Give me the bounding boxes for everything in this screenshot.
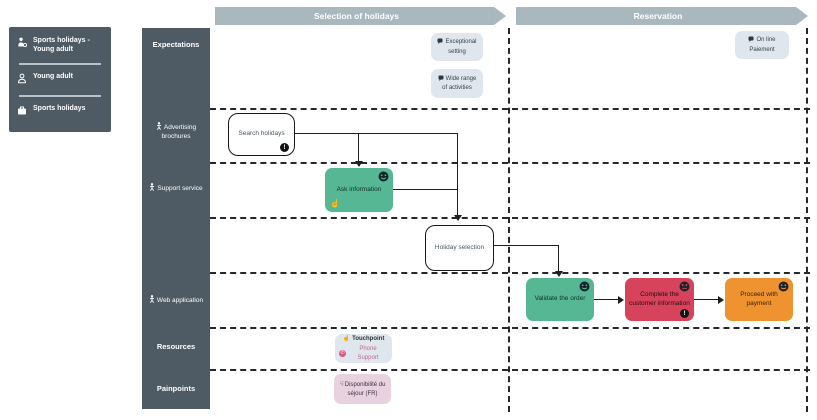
lane-expectations: Expectations	[152, 40, 200, 49]
connector-line	[457, 133, 458, 215]
arrowhead	[618, 296, 624, 304]
connector-line	[358, 133, 359, 161]
lane-column: Expectations Advertising brochures Suppo…	[142, 28, 210, 409]
persona-journey-icon	[17, 37, 28, 52]
lane-resources: Resources	[156, 342, 196, 351]
row-separator	[210, 108, 810, 110]
lane-label-text: Support service	[157, 185, 203, 192]
lane-web-application: Web application	[142, 295, 210, 306]
card-label: On line Paiement	[749, 37, 776, 53]
persona-item-label: Sports holidays - Young adult	[33, 37, 90, 53]
happy-face-icon	[579, 281, 590, 292]
card-painpoint-availability[interactable]: ☟Disponibilité du séjour (FR)	[334, 374, 391, 404]
arrowhead	[355, 161, 363, 167]
alert-badge: !	[280, 143, 289, 152]
card-label: Ask information	[336, 185, 382, 193]
card-label: Proceed with payment	[740, 290, 778, 307]
thumbs-down-icon: ☟	[339, 381, 344, 389]
connector-line	[393, 189, 458, 190]
arrowhead	[718, 296, 724, 304]
persona-item-person[interactable]: Young adult	[17, 73, 103, 88]
row-separator	[210, 217, 810, 219]
actor-icon	[149, 295, 155, 306]
note-icon	[748, 36, 754, 45]
happy-face-icon	[378, 171, 389, 182]
card-label: Disponibilité du séjour (FR)	[344, 382, 386, 397]
connector-line	[295, 133, 458, 134]
card-online-payment[interactable]: On line Paiement	[735, 31, 789, 59]
connector-line	[694, 299, 719, 300]
row-separator	[210, 162, 810, 164]
persona-item-label: Sports holidays	[33, 105, 86, 113]
card-holiday-selection[interactable]: Holiday selection	[425, 225, 494, 271]
card-exceptional-setting[interactable]: Exceptional setting	[431, 33, 483, 61]
suitcase-icon	[17, 105, 27, 120]
card-label: Holiday selection	[434, 243, 485, 251]
persona-item-journey[interactable]: Sports holidays - Young adult	[17, 37, 103, 55]
card-label: Touchpoint	[352, 336, 385, 343]
card-complete-customer-information[interactable]: Complete the customer information !	[625, 278, 694, 321]
card-label: Search holidays	[238, 130, 285, 138]
phone-icon: ✆	[339, 350, 346, 358]
note-icon	[438, 75, 444, 84]
divider	[19, 95, 101, 98]
card-touchpoint[interactable]: ☝Touchpoint ✆ Phone Support	[335, 334, 392, 363]
alert-badge: !	[680, 309, 689, 318]
persona-item-label: Young adult	[33, 72, 73, 80]
persona-item-product[interactable]: Sports holidays	[17, 105, 103, 120]
card-wide-range-activities[interactable]: Wide range of activities	[431, 69, 483, 98]
touch-hand-icon: ☝	[342, 336, 351, 343]
phase-selection-of-holidays[interactable]: Selection of holidays	[215, 7, 506, 25]
phase-separator	[806, 28, 808, 412]
card-ask-information[interactable]: Ask information ☝	[325, 168, 393, 212]
connector-line	[558, 245, 559, 271]
card-label: Complete the customer information	[629, 290, 690, 307]
row-separator	[210, 369, 810, 371]
note-icon	[437, 38, 443, 47]
lane-advertising-brochures: Advertising brochures	[142, 122, 210, 142]
lane-painpoints: Painpoints	[156, 384, 196, 393]
card-label: Wide range of activities	[442, 75, 477, 91]
card-search-holidays[interactable]: Search holidays !	[228, 113, 295, 156]
row-separator	[210, 272, 810, 274]
persona-panel: Sports holidays - Young adult Young adul…	[9, 27, 111, 132]
lane-label-text: Web application	[156, 297, 204, 304]
card-label: Validate the order	[534, 295, 586, 303]
sad-face-icon	[679, 281, 690, 292]
arrowhead	[454, 215, 462, 221]
connector-line	[594, 299, 619, 300]
card-sublabel: Phone Support	[357, 346, 379, 361]
phase-separator	[508, 28, 510, 412]
row-separator	[210, 327, 810, 329]
actor-icon	[156, 122, 162, 133]
person-icon	[17, 73, 27, 88]
lane-support-service: Support service	[142, 183, 210, 194]
card-proceed-with-payment[interactable]: Proceed with payment	[725, 278, 793, 321]
divider	[19, 62, 101, 65]
actor-icon	[149, 183, 155, 194]
card-validate-order[interactable]: Validate the order	[526, 278, 594, 321]
lane-label-text: Advertising brochures	[161, 124, 197, 141]
arrowhead	[555, 271, 563, 277]
touch-hand-icon: ☝	[330, 199, 340, 209]
happy-face-icon	[778, 281, 789, 292]
phase-reservation[interactable]: Reservation	[516, 7, 808, 25]
card-label: Exceptional setting	[445, 39, 477, 55]
connector-line	[494, 245, 559, 246]
